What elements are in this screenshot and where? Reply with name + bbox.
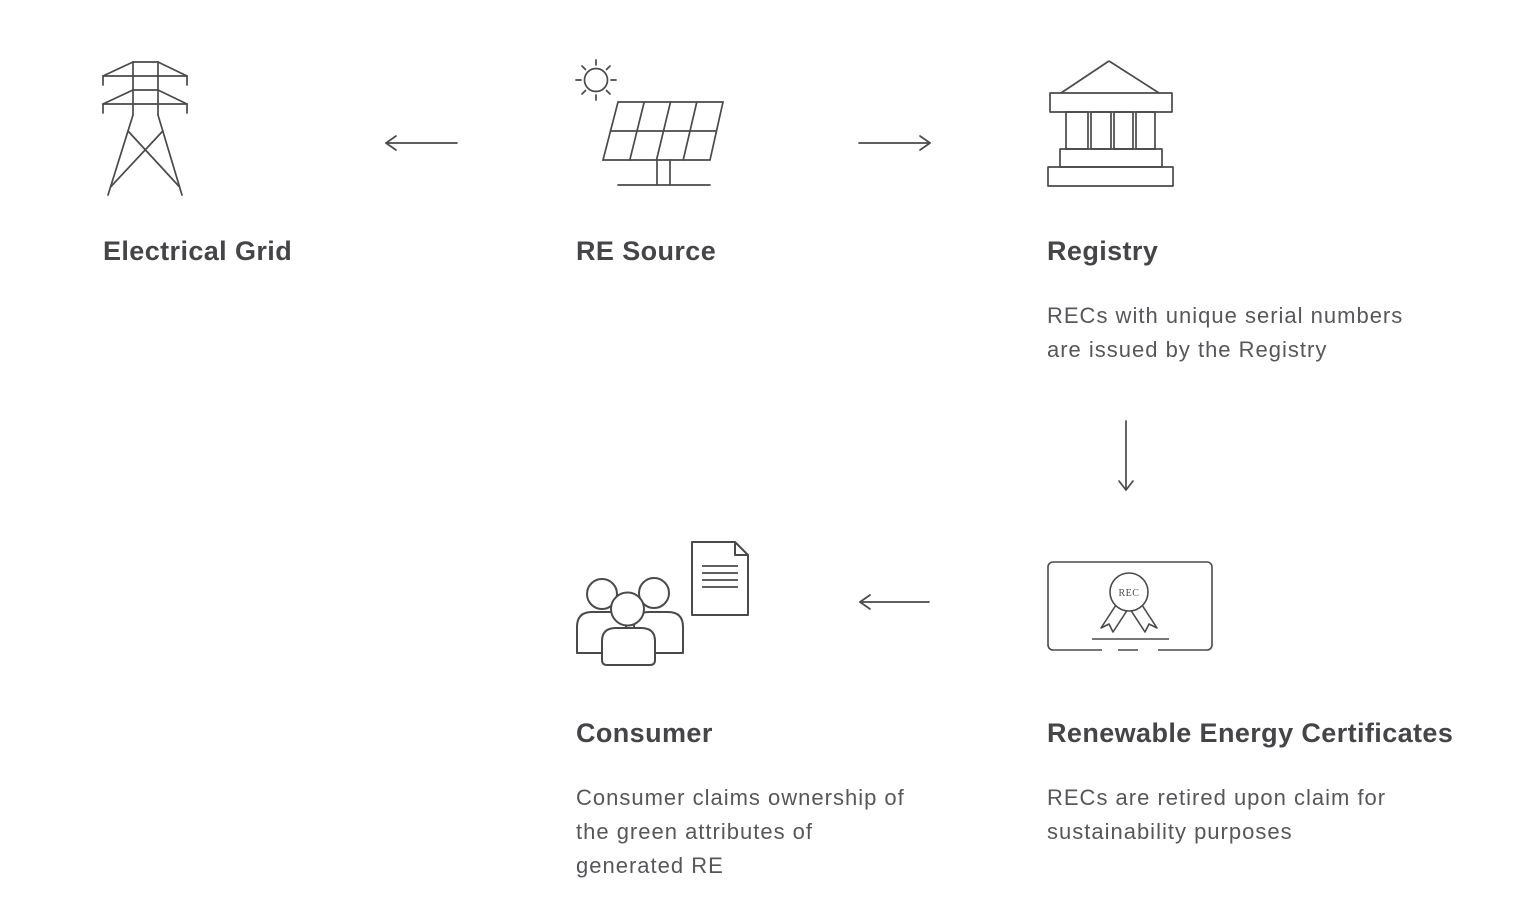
consumer-label: Consumer xyxy=(576,718,713,748)
rec-badge-text: REC xyxy=(1119,588,1140,599)
arrow-re-source-to-registry-icon xyxy=(857,133,933,153)
certificates-label: Renewable Energy Certificates xyxy=(1047,718,1454,748)
consumer-description: Consumer claims ownership of the green a… xyxy=(576,785,905,878)
electrical-grid-label: Electrical Grid xyxy=(103,236,293,266)
re-source-label: RE Source xyxy=(576,236,717,266)
transmission-tower-icon xyxy=(100,57,190,197)
certificates-description: RECs are retired upon claim for sustaina… xyxy=(1047,785,1387,844)
bank-building-icon xyxy=(1046,56,1176,188)
registry-description: RECs with unique serial numbers are issu… xyxy=(1047,303,1404,362)
registry-label: Registry xyxy=(1047,236,1159,266)
arrow-registry-to-certificates-icon xyxy=(1116,420,1136,493)
arrow-re-source-to-grid-icon xyxy=(383,133,459,153)
certificate-ribbon-icon: REC xyxy=(1047,561,1213,653)
people-with-document-icon xyxy=(576,540,754,672)
arrow-certificates-to-consumer-icon xyxy=(857,592,931,612)
solar-panel-sun-icon xyxy=(575,57,725,189)
